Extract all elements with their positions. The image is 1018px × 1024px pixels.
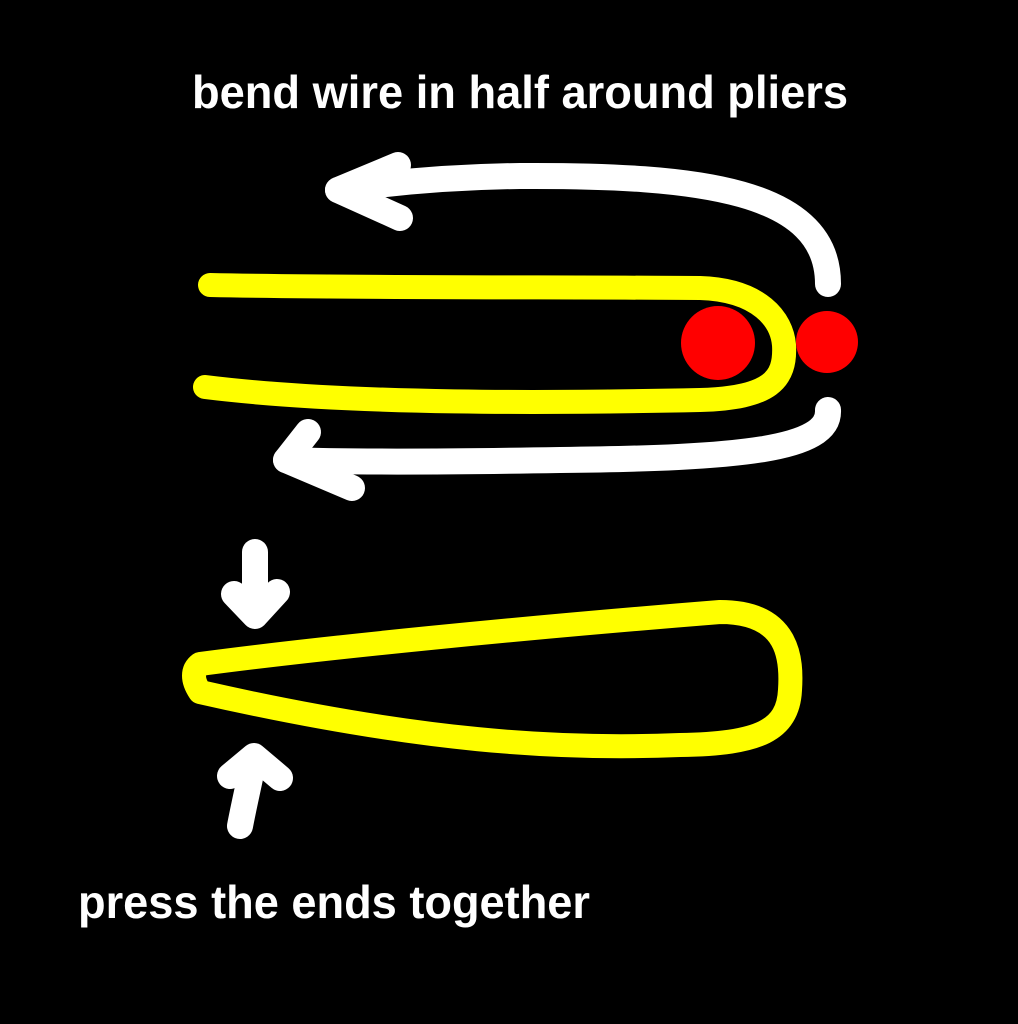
upper-arrow-shaft [325,162,841,297]
title-caption: bend wire in half around pliers [192,66,848,118]
lower-arrow-shaft [273,397,841,475]
footer-caption: press the ends together [78,876,590,928]
lower-arrow-head [273,419,365,501]
lower-curved-arrow [273,397,841,501]
pressed-wire-loop [182,600,803,759]
plier-jaw-right [796,311,858,373]
press-up-arrow-head [217,743,293,791]
upper-curved-arrow [325,152,841,297]
bent-wire [193,273,797,414]
press-down-arrow-head [221,579,290,629]
plier-jaw-left [681,306,755,380]
upper-arrow-head [325,152,413,231]
press-up-arrow [217,743,293,839]
press-down-arrow [221,539,290,629]
